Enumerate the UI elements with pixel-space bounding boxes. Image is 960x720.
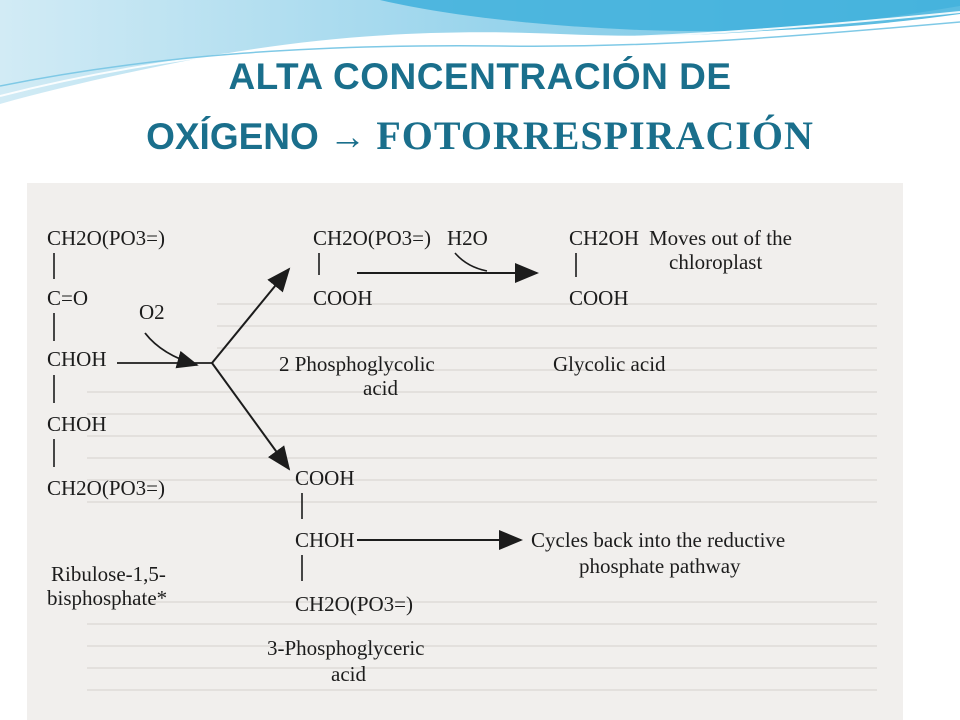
phosphoglyceric-c2: CHOH xyxy=(295,528,355,552)
page-bleedthrough xyxy=(87,303,877,691)
slide-title-line1: ALTA CONCENTRACIÓN DE xyxy=(228,56,732,97)
scanned-reaction-diagram: CH2O(PO3=) C=O CHOH CHOH CH2O(PO3=) Ribu… xyxy=(27,183,903,720)
ribulose-c3: CHOH xyxy=(47,347,107,371)
glycolic-c2: COOH xyxy=(569,286,629,310)
slide-title-line2: OXÍGENO → FOTORRESPIRACIÓN xyxy=(0,112,960,159)
oxygen-label: O2 xyxy=(139,300,165,324)
glycolic-c1: CH2OH xyxy=(569,226,639,250)
arrow-to-phosphoglycolic xyxy=(211,267,291,364)
phosphoglycolic-name-line2: acid xyxy=(363,376,398,400)
ribulose-name-line2: bisphosphate* xyxy=(47,586,167,610)
phosphoglyceric-name-line2: acid xyxy=(331,662,366,686)
moves-out-line2: chloroplast xyxy=(669,250,762,274)
title-oxygen-arrow: OXÍGENO → xyxy=(146,116,367,157)
oxygen-arrow xyxy=(144,332,199,369)
title-photorespiration: FOTORRESPIRACIÓN xyxy=(376,113,814,158)
reaction-diagram-svg: CH2O(PO3=) C=O CHOH CHOH CH2O(PO3=) Ribu… xyxy=(47,226,877,691)
ribulose-c4: CHOH xyxy=(47,412,107,436)
cycles-line2: phosphate pathway xyxy=(579,554,741,578)
ribulose-c2: C=O xyxy=(47,286,88,310)
phosphoglycolic-name-line1: 2 Phosphoglycolic xyxy=(279,352,435,376)
water-label: H2O xyxy=(447,226,488,250)
ribulose-structure: CH2O(PO3=) C=O CHOH CHOH CH2O(PO3=) Ribu… xyxy=(47,226,167,610)
phosphoglycolic-structure: CH2O(PO3=) COOH 2 Phosphoglycolic acid xyxy=(279,226,435,400)
arrow-to-phosphoglyceric xyxy=(211,362,291,471)
phosphoglycolic-c2: COOH xyxy=(313,286,373,310)
glycolic-structure: CH2OH COOH Glycolic acid xyxy=(553,226,666,376)
cycles-line1: Cycles back into the reductive xyxy=(531,528,785,552)
ribulose-name-line1: Ribulose-1,5- xyxy=(51,562,166,586)
ribulose-c5: CH2O(PO3=) xyxy=(47,476,165,500)
ribulose-c1: CH2O(PO3=) xyxy=(47,226,165,250)
glycolic-name: Glycolic acid xyxy=(553,352,666,376)
header-wave-decoration xyxy=(0,0,960,104)
phosphoglyceric-name-line1: 3-Phosphoglyceric xyxy=(267,636,424,660)
moves-out-line1: Moves out of the xyxy=(649,226,792,250)
water-curve xyxy=(454,252,488,272)
phosphoglyceric-c1: COOH xyxy=(295,466,355,490)
phosphoglycolic-c1: CH2O(PO3=) xyxy=(313,226,431,250)
phosphoglyceric-structure: COOH CHOH CH2O(PO3=) 3-Phosphoglyceric a… xyxy=(267,466,424,686)
phosphoglyceric-c3: CH2O(PO3=) xyxy=(295,592,413,616)
